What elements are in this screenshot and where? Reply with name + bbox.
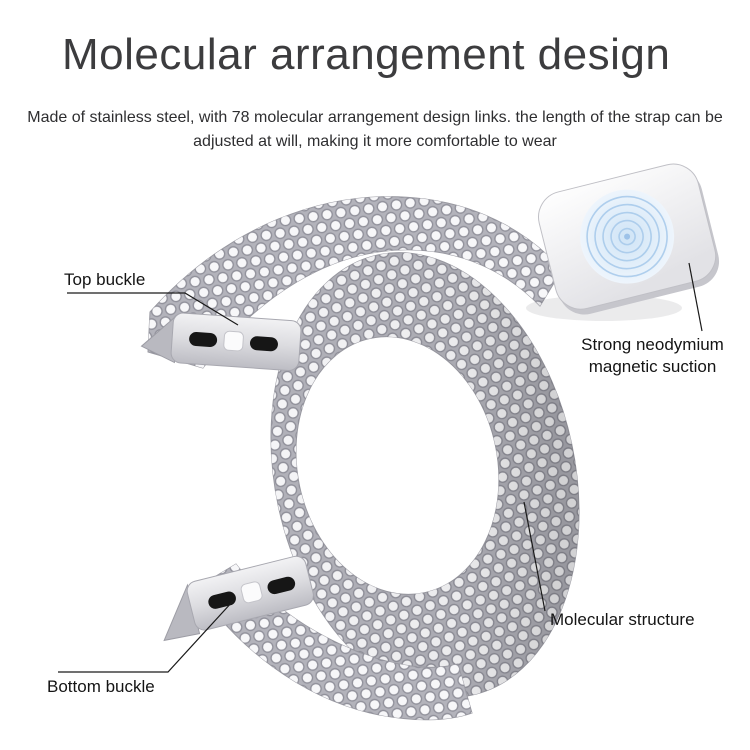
subtitle-line-1: Made of stainless steel, with 78 molecul… — [27, 109, 586, 126]
top-buckle-shape — [140, 312, 302, 372]
page-title: Molecular arrangement design — [62, 30, 671, 79]
top-buckle-button — [223, 330, 244, 352]
callout-line-magnetic — [688, 262, 703, 332]
top-buckle-slot-right — [249, 336, 278, 352]
callout-line-bottom-buckle — [58, 600, 234, 673]
band-upper-strap — [147, 196, 563, 369]
top-buckle-label: Top buckle — [64, 270, 146, 289]
magnetic-label-line-2: magnetic suction — [588, 357, 717, 376]
magnetic-rings-icon — [580, 189, 675, 284]
callout-line-top-buckle — [67, 292, 239, 326]
callout-line-molecular — [523, 501, 546, 612]
band-loop — [270, 252, 580, 698]
callout-lines — [58, 262, 703, 673]
magnetic-charger — [538, 163, 720, 315]
bottom-buckle-slot-right — [267, 576, 296, 595]
magnetic-suction-label: Strong neodymium magnetic suction — [560, 334, 745, 378]
bottom-buckle-label: Bottom buckle — [47, 677, 155, 696]
magnetic-label-line-1: Strong neodymium — [581, 335, 724, 354]
page-subtitle: Made of stainless steel, with 78 molecul… — [0, 106, 750, 154]
top-buckle-slot-left — [189, 331, 218, 347]
bottom-buckle-shape — [163, 555, 314, 642]
bottom-buckle-button — [240, 581, 263, 604]
subtitle-line-2: of the strap can be adjusted at will, ma… — [193, 109, 723, 150]
molecular-structure-label: Molecular structure — [550, 610, 695, 629]
